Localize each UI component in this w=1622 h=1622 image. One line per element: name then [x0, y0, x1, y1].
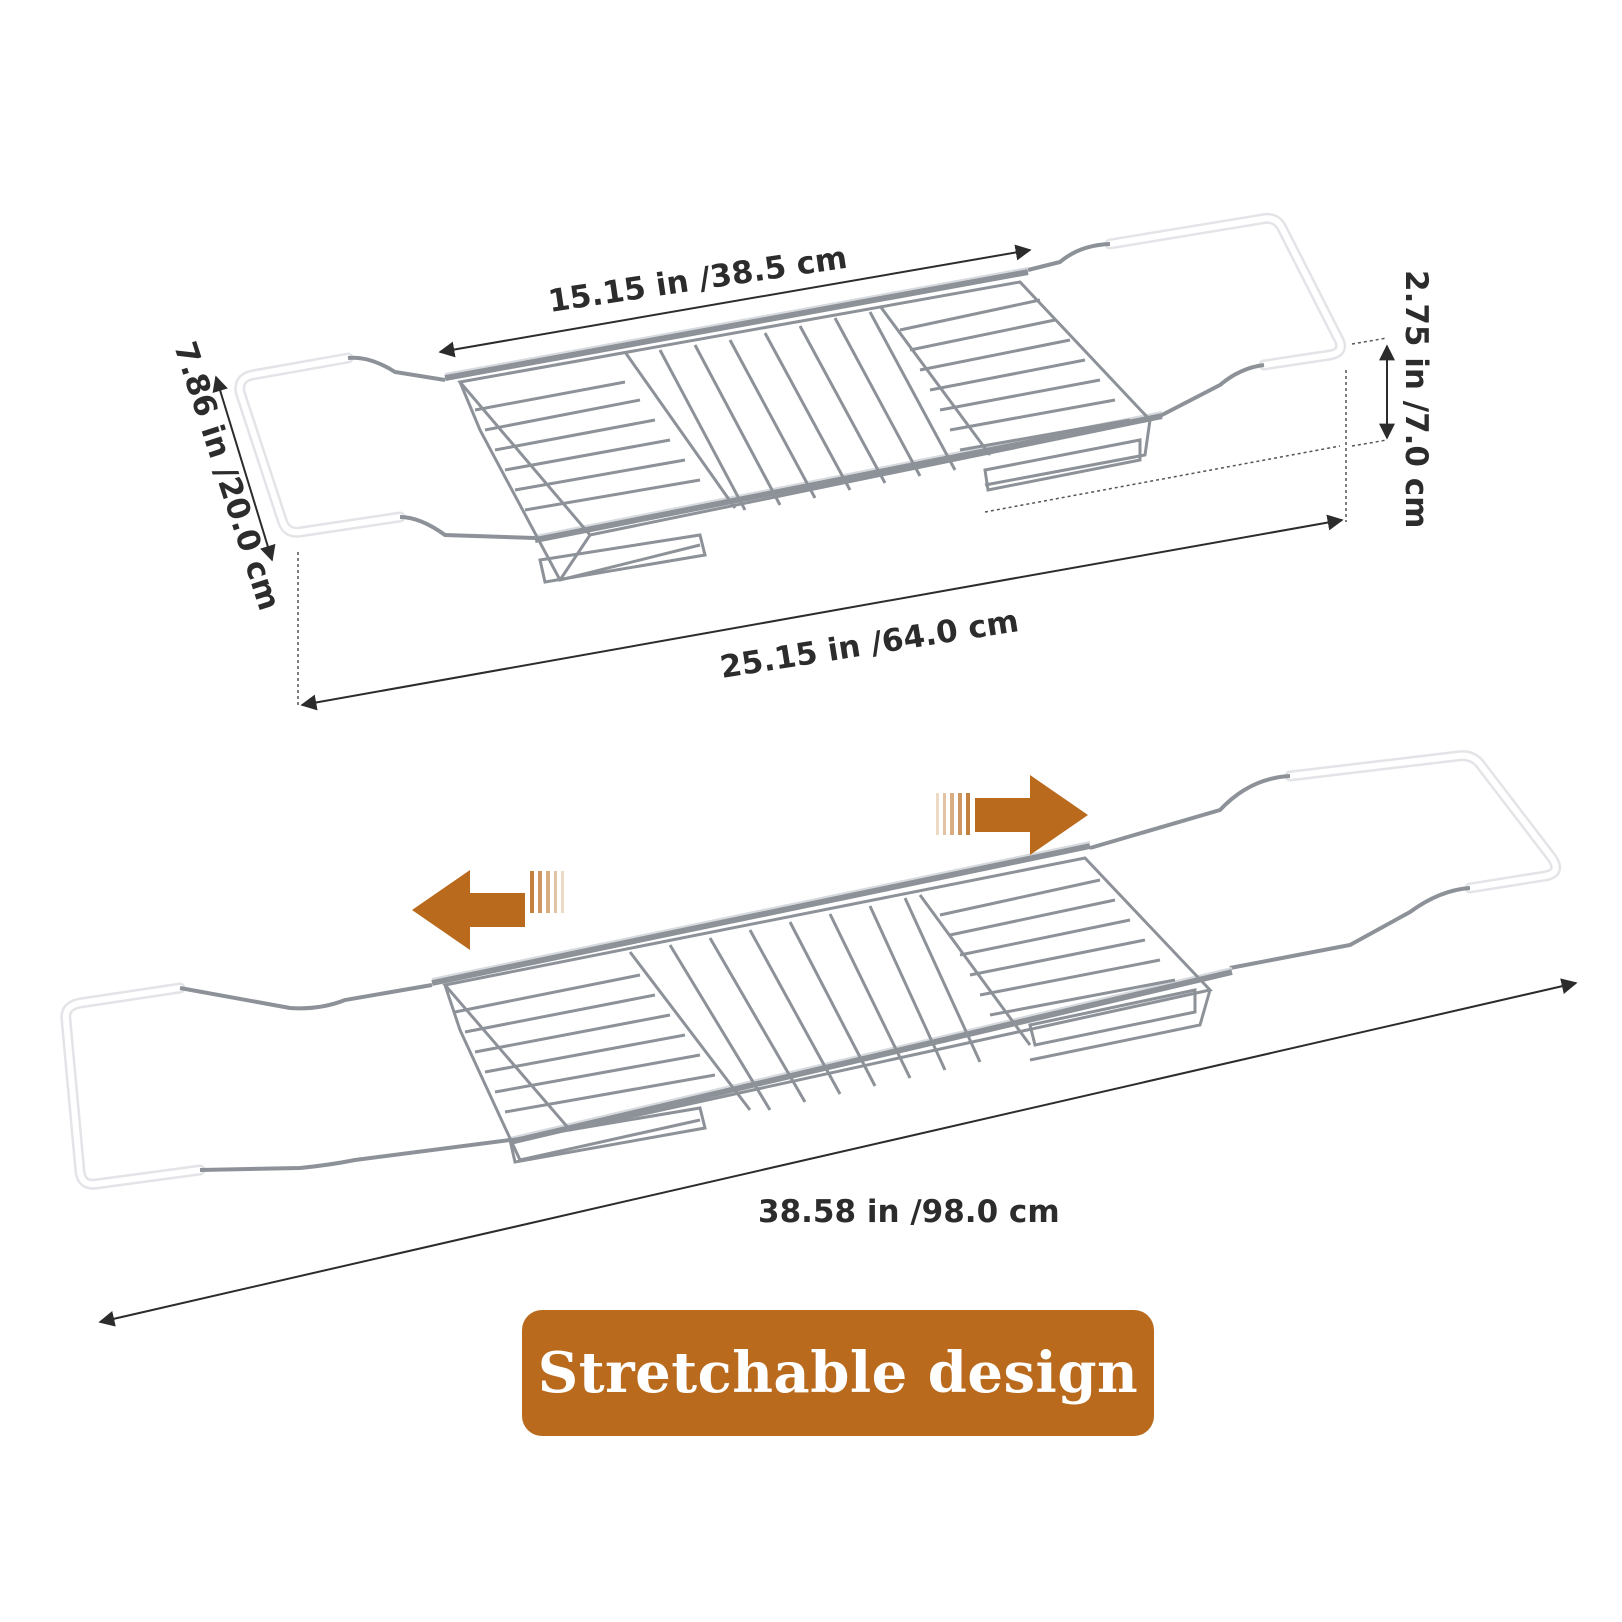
extended-tray	[60, 750, 1562, 1190]
feature-banner-text: Stretchable design	[537, 1340, 1139, 1406]
arrow-right-icon	[936, 775, 1088, 855]
extended-length-label: 38.58 in /98.0 cm	[758, 1194, 1060, 1230]
extended-left-handle	[60, 982, 206, 1190]
closed-length-label: 25.15 in /64.0 cm	[718, 603, 1022, 686]
arrow-left-icon	[412, 870, 564, 950]
dimension-extended-length: 38.58 in /98.0 cm	[98, 978, 1578, 1327]
closed-left-handle	[234, 352, 406, 538]
extended-right-handle	[1284, 750, 1562, 894]
feature-banner: Stretchable design	[522, 1310, 1154, 1436]
dimension-height: 2.75 in /7.0 cm	[984, 270, 1434, 528]
dimension-closed-length: 25.15 in /64.0 cm	[297, 370, 1347, 711]
height-label: 2.75 in /7.0 cm	[1398, 270, 1434, 528]
